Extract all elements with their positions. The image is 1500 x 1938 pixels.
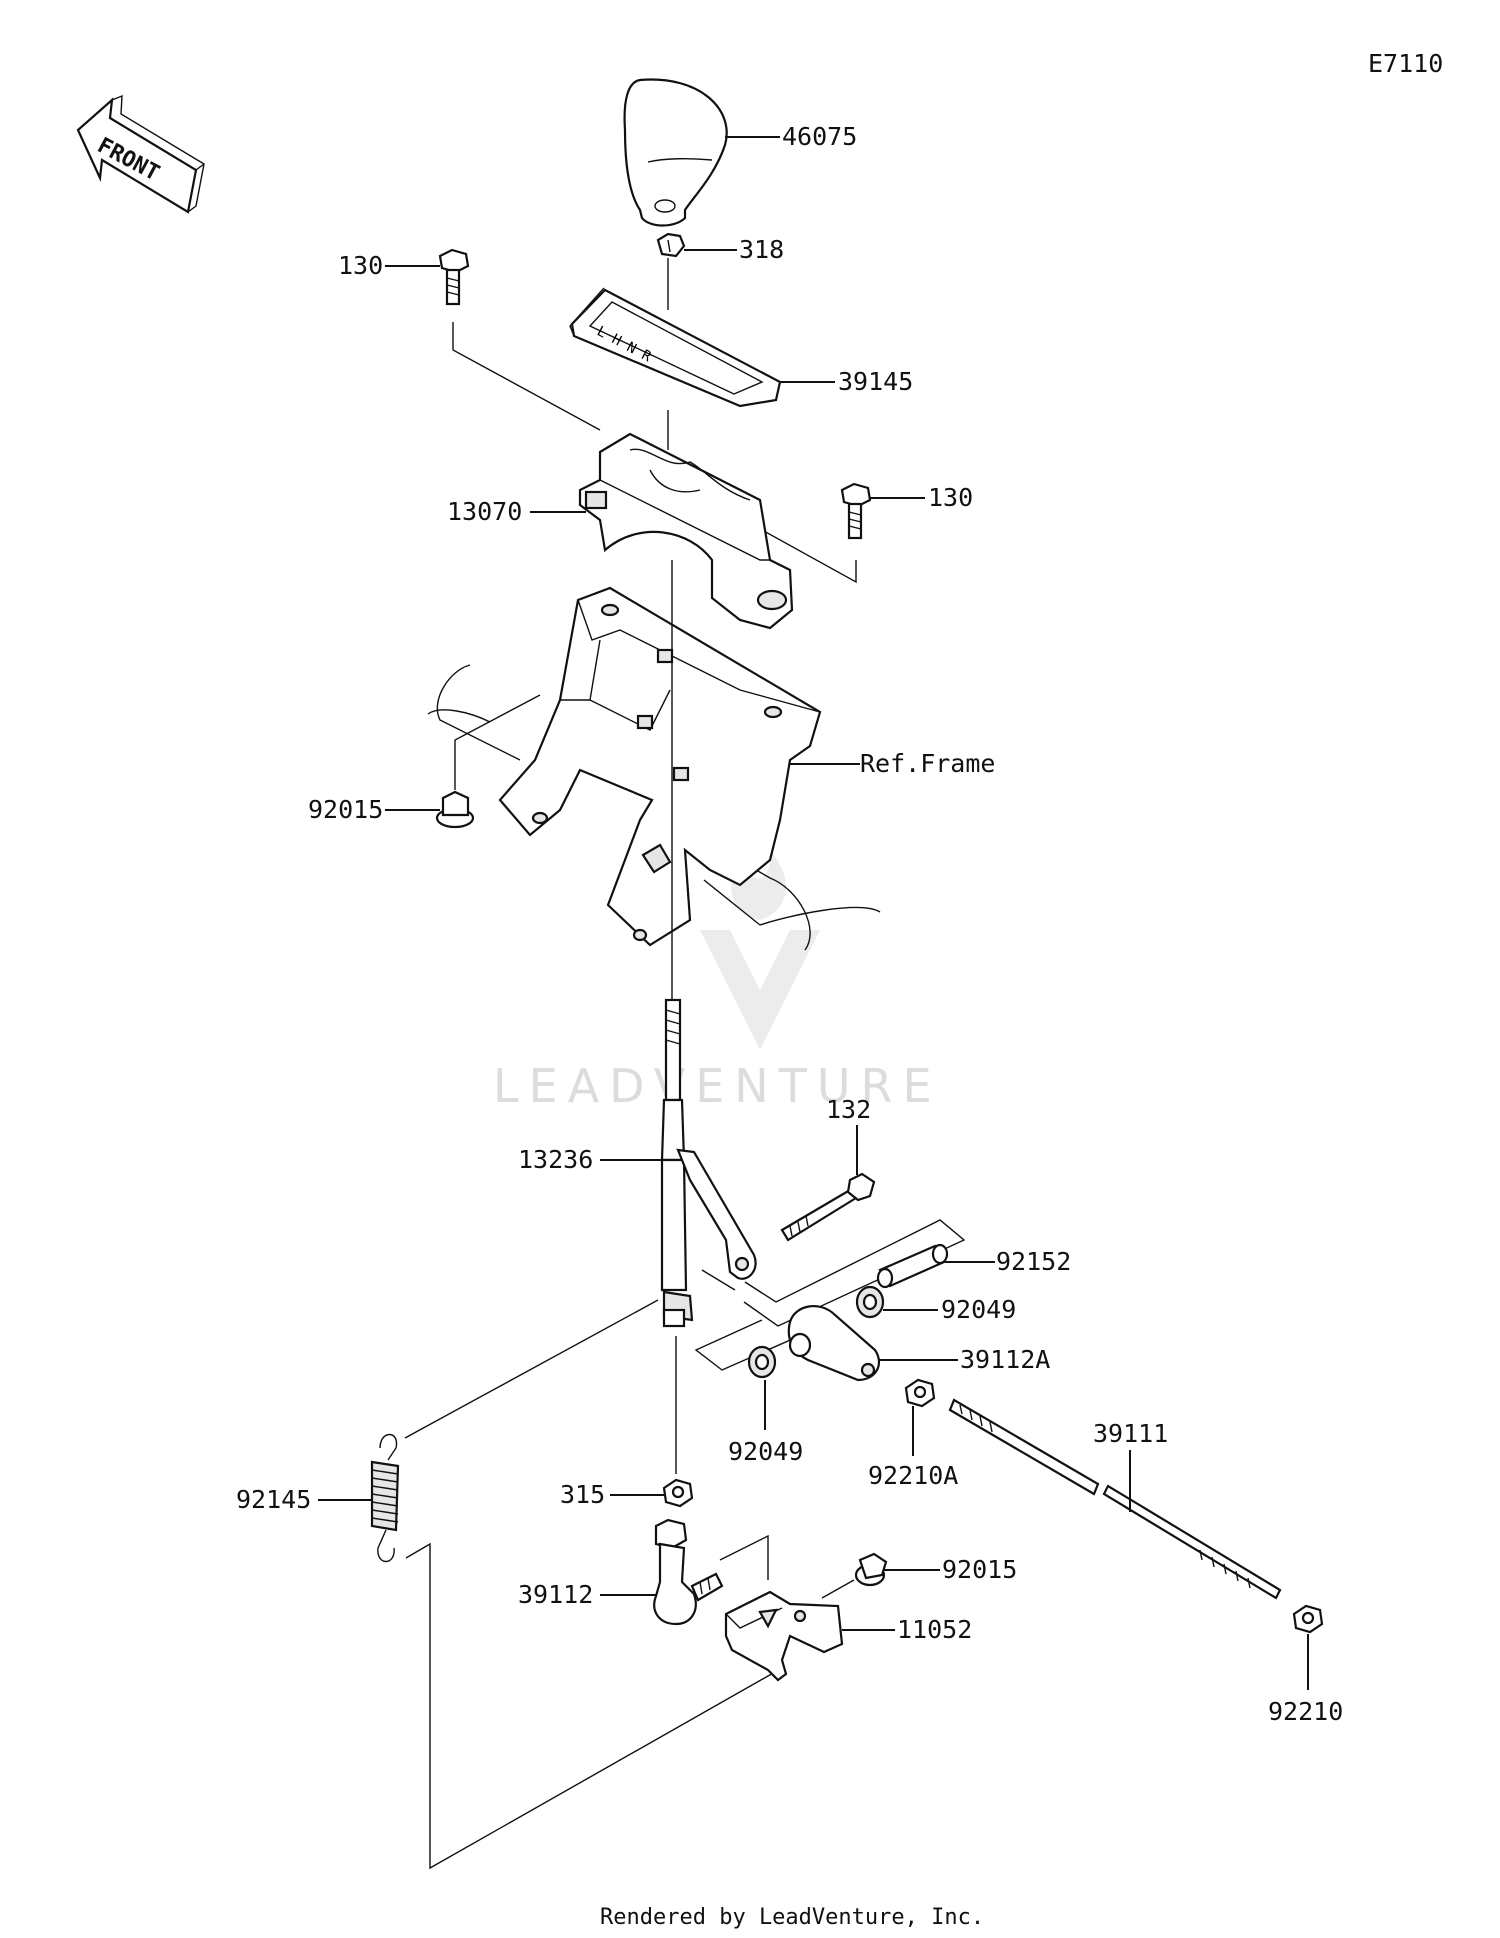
- flange-nut-92015-right: [854, 1552, 888, 1587]
- gear-knob: [623, 78, 728, 227]
- label-13070: 13070: [447, 497, 522, 526]
- label-92015-left: 92015: [308, 795, 383, 824]
- shift-gate-cover: L H N R: [569, 287, 782, 408]
- washer-92049-left: [747, 1345, 777, 1379]
- frame-tube: [427, 664, 881, 951]
- flange-nut-92015-left: [435, 790, 475, 829]
- nut-92210: [1292, 1604, 1324, 1634]
- label-39112: 39112: [518, 1580, 593, 1609]
- label-318: 318: [739, 235, 784, 264]
- shift-housing: [578, 432, 794, 630]
- front-arrow-icon: FRONT: [76, 94, 205, 214]
- frame-bracket: [498, 586, 822, 947]
- label-92145: 92145: [236, 1485, 311, 1514]
- label-39145: 39145: [838, 367, 913, 396]
- label-315: 315: [560, 1480, 605, 1509]
- label-13236: 13236: [518, 1145, 593, 1174]
- nut-318: [656, 232, 686, 258]
- label-39111: 39111: [1093, 1419, 1168, 1448]
- label-92210: 92210: [1268, 1697, 1343, 1726]
- label-46075: 46075: [782, 122, 857, 151]
- label-11052: 11052: [897, 1615, 972, 1644]
- label-130-left: 130: [338, 251, 383, 280]
- bolt-130-right: [840, 482, 872, 540]
- bolt-132: [780, 1172, 876, 1242]
- label-ref-frame: Ref.Frame: [860, 749, 995, 778]
- bolt-130-left: [438, 248, 470, 306]
- shift-lever-rod: [660, 560, 757, 1328]
- washer-92049-right: [855, 1285, 885, 1319]
- nut-315: [662, 1478, 694, 1508]
- nut-92210A: [904, 1378, 936, 1408]
- label-39112A: 39112A: [960, 1345, 1050, 1374]
- label-92049-right: 92049: [941, 1295, 1016, 1324]
- collar-92152: [876, 1243, 949, 1289]
- spring-92145: [370, 1433, 400, 1563]
- watermark-text: LEADVENTURE: [493, 1059, 942, 1113]
- bracket-11052: [724, 1590, 844, 1682]
- diagram-code: E7110: [1368, 49, 1443, 78]
- label-130-right: 130: [928, 483, 973, 512]
- leadventure-watermark: LEADVENTURE: [493, 850, 942, 1113]
- shift-rod-39111: [948, 1398, 1282, 1600]
- lever-arm-39112A: [787, 1305, 881, 1382]
- label-132: 132: [826, 1095, 871, 1124]
- label-92049-left: 92049: [728, 1437, 803, 1466]
- ball-joint-39112: [653, 1518, 724, 1626]
- footer-credit: Rendered by LeadVenture, Inc.: [600, 1905, 984, 1930]
- label-92152: 92152: [996, 1247, 1071, 1276]
- label-92210A: 92210A: [868, 1461, 958, 1490]
- label-92015-right: 92015: [942, 1555, 1017, 1584]
